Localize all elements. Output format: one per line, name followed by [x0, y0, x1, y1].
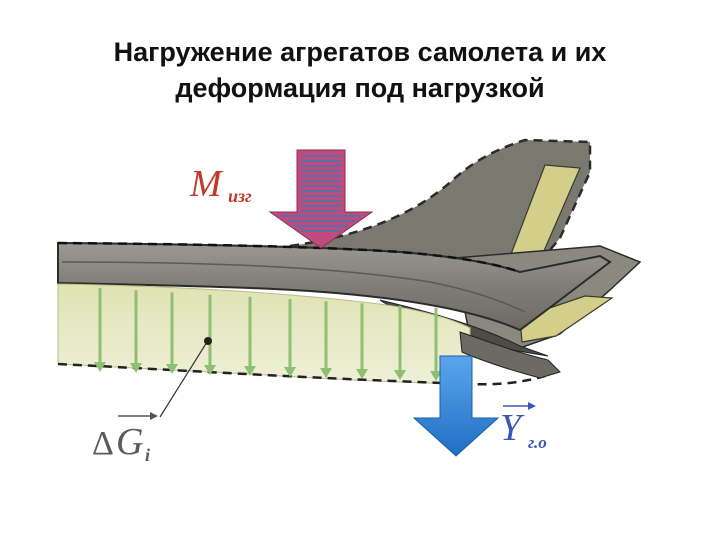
lift-label-main: Y: [500, 407, 525, 449]
bending-moment-label: M изг: [189, 163, 252, 206]
load-arrow-head: [320, 368, 332, 378]
tail-lift-arrow: [412, 355, 500, 457]
lift-label-subscript: г.о: [528, 433, 547, 452]
load-arrow-head: [284, 367, 296, 377]
load-arrow-head: [204, 365, 216, 375]
load-arrow-head: [244, 366, 256, 376]
load-arrow-head: [356, 369, 368, 379]
weight-increment-label: Δ G i: [92, 412, 158, 465]
distributed-load-arrows: [94, 288, 442, 381]
weight-leader-dot: [204, 337, 212, 345]
lift-vector-head: [528, 402, 536, 410]
weight-leader-line: [159, 341, 208, 418]
load-arrow-head: [430, 371, 442, 381]
load-arrow-head: [94, 362, 106, 372]
moment-label-main: M: [189, 163, 224, 205]
weight-label-prefix: Δ: [92, 425, 114, 462]
load-arrow-head: [166, 364, 178, 374]
load-arrow-head: [394, 370, 406, 380]
loaded-fuselage-section: [57, 283, 561, 386]
vertical-tail-fin: [289, 138, 592, 270]
weight-label-subscript: i: [145, 445, 150, 465]
load-arrow-head: [130, 363, 142, 373]
bending-moment-arrow: [268, 149, 374, 249]
slide-title: Нагружение агрегатов самолета и их дефор…: [0, 34, 720, 106]
weight-label-main: G: [116, 421, 143, 463]
moment-label-subscript: изг: [228, 186, 252, 206]
moment-arrow-stripes: [281, 155, 361, 232]
tail-lift-label: Y г.о: [500, 402, 547, 452]
weight-vector-head: [150, 412, 158, 420]
elevator-surface: [519, 295, 614, 343]
title-line-2: деформация под нагрузкой: [175, 73, 545, 103]
title-line-1: Нагружение агрегатов самолета и их: [113, 37, 607, 67]
